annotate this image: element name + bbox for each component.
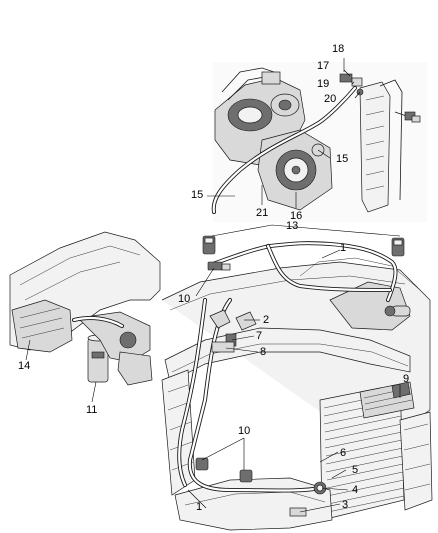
main-ac-line	[177, 241, 398, 493]
callout-10-top: 10	[178, 293, 191, 305]
line-fittings	[339, 73, 421, 123]
accumulator-bracket	[72, 311, 153, 386]
callout-1-bottom: 1	[196, 501, 203, 513]
callout-2: 2	[263, 314, 270, 326]
callout-10-bottom: 10	[238, 425, 251, 437]
left-inset	[9, 231, 161, 403]
callout-19: 19	[317, 78, 330, 90]
callout-18: 18	[332, 43, 345, 55]
callout-5: 5	[352, 464, 359, 476]
callout-16: 16	[290, 210, 303, 222]
callout-11: 11	[86, 404, 98, 416]
callout-20: 20	[324, 93, 337, 105]
main-view	[161, 224, 433, 531]
line-fittings-main	[195, 261, 327, 517]
callout-15-right: 15	[336, 153, 349, 165]
callout-15-left: 15	[191, 189, 204, 201]
callout-6: 6	[340, 447, 347, 459]
drain-fitting	[384, 305, 411, 317]
engine-inset	[207, 58, 427, 222]
callout-1-top: 1	[340, 242, 347, 254]
callout-8: 8	[260, 346, 267, 358]
radiator-support	[359, 79, 403, 213]
callout-13: 13	[286, 220, 299, 232]
compressor	[257, 129, 333, 211]
line-clips	[202, 235, 405, 257]
callout-7: 7	[256, 330, 263, 342]
callout-9: 9	[403, 373, 410, 385]
callout-3: 3	[342, 499, 349, 511]
discharge-line-inset	[211, 86, 357, 214]
callout-17: 17	[317, 60, 330, 72]
callout-14: 14	[18, 360, 31, 372]
condenser	[359, 381, 415, 419]
callout-4: 4	[352, 484, 359, 496]
callout-21: 21	[256, 207, 269, 219]
